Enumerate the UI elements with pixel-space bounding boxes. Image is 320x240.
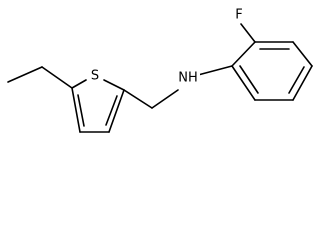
benzene-bond-3 <box>292 41 313 67</box>
thiophene-bond-c5-s <box>71 79 87 89</box>
thiophene-double-bond-c4-c5 <box>77 94 85 127</box>
sulfur-label-text: S <box>91 69 99 84</box>
carbon-fluorine-bond <box>240 23 256 43</box>
ethyl-bond-ch2 <box>41 66 73 89</box>
benzene-double-bond-c <box>239 65 259 94</box>
amine-atom-label: NH <box>176 69 200 87</box>
benzene-bond-1 <box>231 41 256 67</box>
benzene-double-bond-b <box>288 66 305 94</box>
sulfur-atom-label: S <box>88 68 102 84</box>
amine-aryl-bond <box>197 65 233 76</box>
benzene-bond-4 <box>292 65 313 101</box>
methylene-bond-nitrogen <box>151 89 179 109</box>
thiophene-bond-c2-c3 <box>108 89 125 133</box>
methylene-bond-ring <box>123 89 153 109</box>
molecule-structure-diagram: S NH F <box>7 7 313 133</box>
thiophene-double-bond-c2-c3 <box>105 95 118 126</box>
fluorine-atom-label: F <box>232 7 246 23</box>
thiophene-bond-c4-c5 <box>71 87 81 133</box>
thiophene-bond-s-c2 <box>103 79 125 91</box>
fluorine-label-text: F <box>235 8 242 23</box>
benzene-bond-6 <box>231 65 256 101</box>
amine-label-text: NH <box>178 71 198 86</box>
ethyl-bond-ch3 <box>7 66 43 83</box>
